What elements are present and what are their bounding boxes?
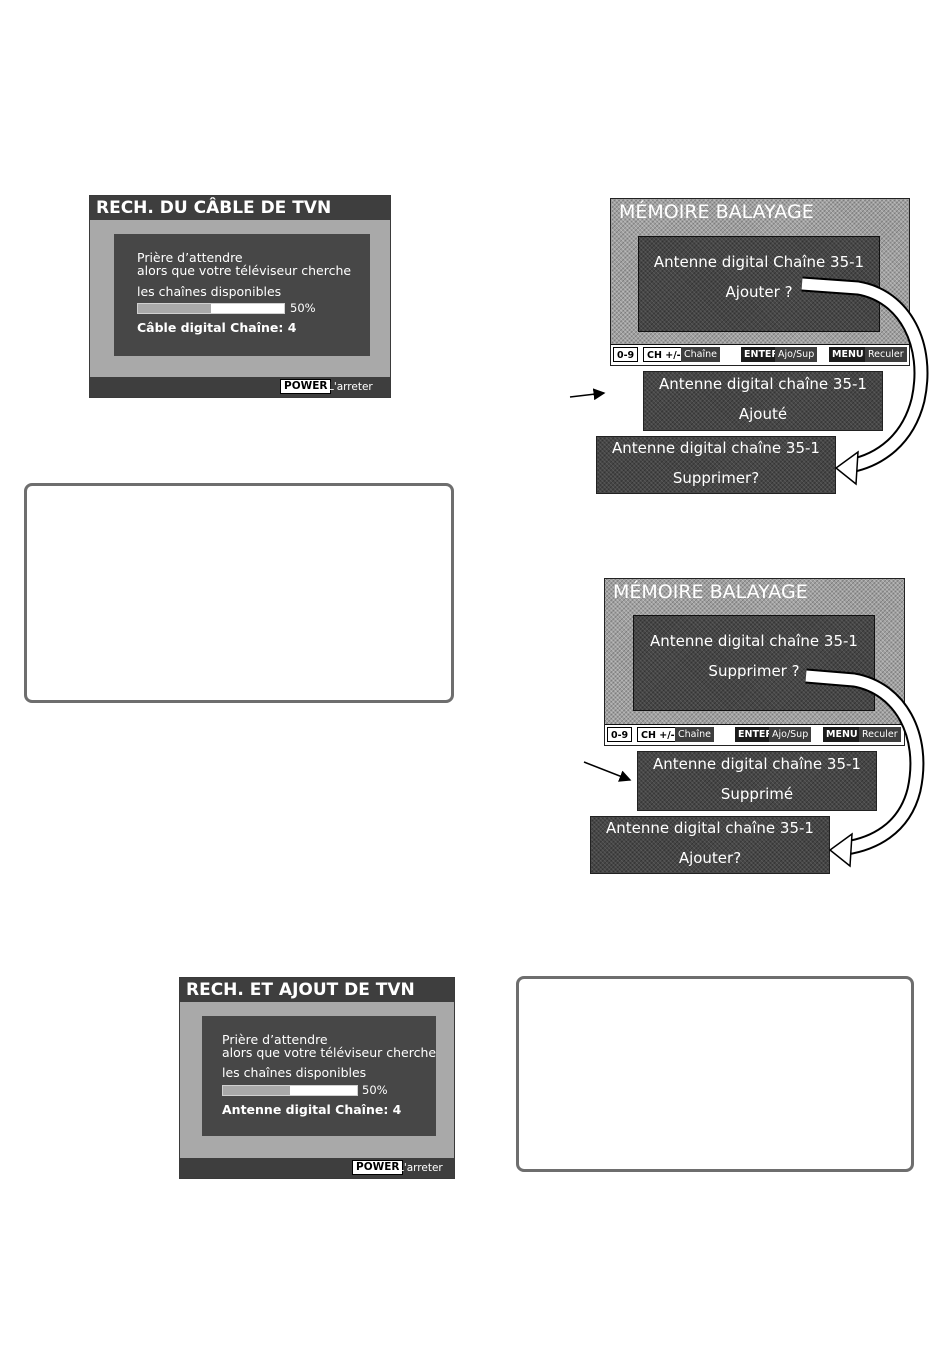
menu-key[interactable]: MENU — [823, 727, 861, 742]
menu-key[interactable]: MENU — [829, 347, 867, 362]
confirmation-status: Ajouté — [738, 405, 788, 423]
enter-key-description: Ajo/Sup — [775, 347, 818, 362]
curved-arrow-delete-to-add — [805, 668, 925, 868]
screen-title: MÉMOIRE BALAYAGE — [613, 581, 808, 603]
enter-key-description: Ajo/Sup — [769, 727, 812, 742]
menu-key-description: Reculer — [865, 347, 907, 362]
key-hints: 0-9 CH +/- Chaîne ENTER Ajo/Sup MENU Rec… — [611, 344, 909, 365]
action-prompt: Ajouter ? — [725, 283, 793, 301]
pointer-arrow-added — [569, 388, 606, 401]
screen-title: MÉMOIRE BALAYAGE — [619, 201, 814, 223]
antenna-search-screen: RECH. ET AJOUT DE TVN Prière d’attendre … — [179, 977, 455, 1179]
curved-arrow-add-to-delete — [801, 276, 929, 486]
next-prompt-delete: Antenne digital chaîne 35-1 Supprimer? — [596, 436, 836, 494]
search-progress-bar — [137, 303, 285, 314]
deleted-confirmation: Antenne digital chaîne 35-1 Supprimé — [637, 751, 877, 811]
action-prompt: Supprimer ? — [708, 662, 800, 680]
memory-scan-delete-screen: MÉMOIRE BALAYAGE Antenne digital chaîne … — [604, 578, 905, 746]
search-message-panel: Prière d’attendre alors que votre télévi… — [202, 1016, 436, 1136]
channel-key-description: Chaîne — [675, 727, 714, 742]
progress-percent: 50% — [362, 1083, 388, 1097]
note-box-left — [24, 483, 454, 703]
next-prompt-action: Supprimer? — [672, 469, 760, 487]
wait-text: Prière d’attendre — [137, 250, 243, 265]
confirmation-channel: Antenne digital chaîne 35-1 — [659, 375, 867, 393]
current-channel-status: Antenne digital Chaîne: 4 — [222, 1102, 402, 1117]
digits-key[interactable]: 0-9 — [613, 347, 639, 362]
power-key[interactable]: POWER — [352, 1160, 404, 1175]
prompt-panel: Antenne digital Chaîne 35-1 Ajouter ? — [638, 236, 880, 332]
note-box-right — [516, 976, 914, 1172]
next-prompt-add: Antenne digital chaîne 35-1 Ajouter? — [590, 816, 830, 874]
confirmation-status: Supprimé — [720, 785, 794, 803]
prompt-panel: Antenne digital chaîne 35-1 Supprimer ? — [633, 615, 875, 711]
search-message-panel: Prière d’attendre alors que votre télévi… — [114, 234, 370, 356]
search-progress-bar — [222, 1085, 358, 1096]
channel-prompt: Antenne digital Chaîne 35-1 — [653, 253, 865, 271]
wait-text: Prière d’attendre — [222, 1032, 328, 1047]
power-key-description: L'arreter — [398, 1162, 443, 1174]
channel-prompt: Antenne digital chaîne 35-1 — [650, 632, 858, 650]
added-confirmation: Antenne digital chaîne 35-1 Ajouté — [643, 371, 883, 431]
digits-key[interactable]: 0-9 — [607, 727, 633, 742]
searching-text: alors que votre téléviseur cherche — [137, 263, 352, 278]
screen-footer: POWER L'arreter — [90, 377, 390, 397]
screen-footer: POWER L'arreter — [180, 1158, 454, 1178]
menu-key-description: Reculer — [859, 727, 901, 742]
progress-fill — [138, 304, 211, 313]
channels-text: les chaînes disponibles — [137, 284, 282, 299]
key-hints: 0-9 CH +/- Chaîne ENTER Ajo/Sup MENU Rec… — [605, 724, 904, 745]
screen-title: RECH. ET AJOUT DE TVN — [180, 978, 454, 1002]
channels-text: les chaînes disponibles — [222, 1065, 367, 1080]
enter-key[interactable]: ENTER — [735, 727, 776, 742]
current-channel-status: Câble digital Chaîne: 4 — [137, 320, 297, 335]
power-key-description: L'arreter — [328, 381, 373, 393]
next-prompt-action: Ajouter? — [678, 849, 742, 867]
progress-percent: 50% — [290, 301, 316, 315]
memory-scan-add-screen: MÉMOIRE BALAYAGE Antenne digital Chaîne … — [610, 198, 910, 366]
progress-fill — [223, 1086, 290, 1095]
power-key[interactable]: POWER — [280, 379, 332, 394]
cable-search-screen: RECH. DU CÂBLE DE TVN Prière d’attendre … — [89, 195, 391, 398]
screen-title: RECH. DU CÂBLE DE TVN — [90, 196, 390, 220]
next-prompt-channel: Antenne digital chaîne 35-1 — [606, 819, 814, 837]
next-prompt-channel: Antenne digital chaîne 35-1 — [612, 439, 820, 457]
confirmation-channel: Antenne digital chaîne 35-1 — [653, 755, 861, 773]
searching-text: alors que votre téléviseur cherche — [222, 1045, 437, 1060]
channel-key-description: Chaîne — [681, 347, 720, 362]
enter-key[interactable]: ENTER — [741, 347, 782, 362]
pointer-arrow-deleted — [583, 761, 632, 782]
